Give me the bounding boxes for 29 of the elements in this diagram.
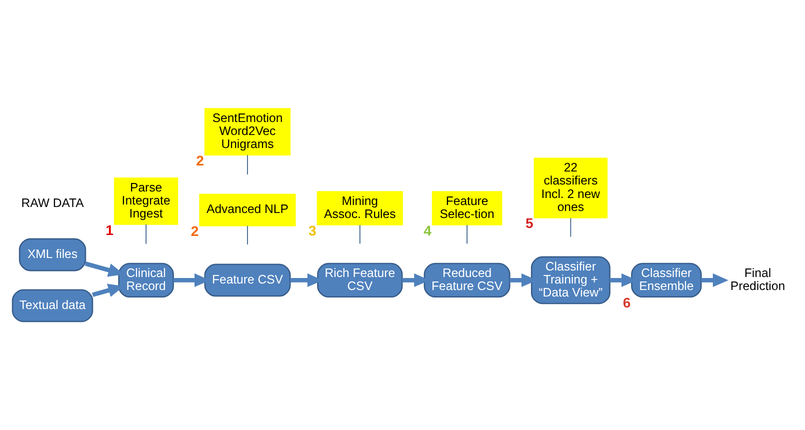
node-label: 2 — [196, 152, 204, 168]
node-box: Feature CSV — [204, 264, 291, 297]
node-box: Classifier Ensemble — [631, 262, 702, 298]
node-box: Classifier Training + “Data View” — [530, 256, 610, 304]
node-label: 1 — [106, 222, 114, 238]
node-label: 2 — [190, 223, 199, 240]
node-box: Advanced NLP — [199, 194, 296, 226]
node-box: Mining Assoc. Rules — [316, 191, 403, 226]
node-box: Reduced Feature CSV — [424, 262, 510, 298]
node-label: 6 — [622, 294, 631, 310]
connector — [247, 154, 248, 175]
node-label: 3 — [308, 222, 316, 238]
node-box: Textual data — [12, 289, 94, 322]
connector — [570, 218, 572, 238]
node-box: Clinical Record — [118, 262, 174, 298]
label: RAW DATA — [21, 196, 84, 210]
node-box: SentEmotion Word2Vec Unigrams — [204, 108, 291, 156]
node-label: 5 — [525, 215, 534, 232]
connector — [247, 225, 248, 245]
connector — [466, 224, 468, 244]
node-label: 4 — [424, 222, 432, 238]
arrow — [701, 273, 728, 288]
node-box: XML files — [18, 238, 86, 272]
connector — [359, 224, 360, 244]
node-box: Feature Selec-tion — [432, 191, 502, 226]
node-text: Final Prediction — [730, 266, 786, 294]
node-box: 22 classifiers Incl. 2 new ones — [534, 158, 608, 218]
node-box: Parse Integrate Ingest — [114, 177, 178, 225]
node-box: Rich Feature CSV — [317, 262, 403, 298]
